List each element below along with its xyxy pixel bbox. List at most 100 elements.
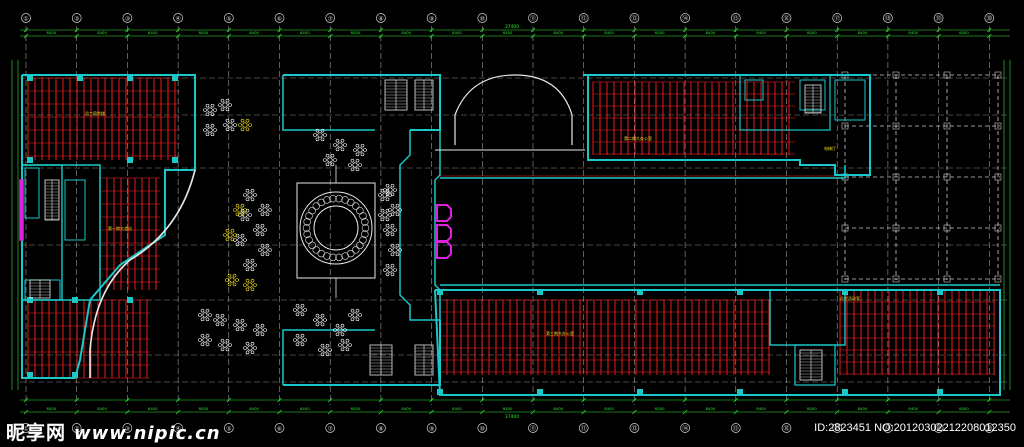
atrium-seat [305,212,313,220]
table-with-chairs-chair [265,252,270,257]
table-with-chairs-chair [235,233,240,238]
table-with-chairs-chair [325,153,330,158]
axis-bubble-top-label: ⑦ [328,16,334,23]
axis-bubble-bottom-label: ⑩ [480,426,485,433]
table-with-chairs-chair [245,217,250,222]
dimension-tick [175,33,181,39]
bay-dimension-text: 8400 [959,30,969,35]
room-label: 第三期大办公室 [546,330,574,336]
dimension-tick [784,397,789,403]
table-with-chairs-chair [328,348,332,352]
table-with-chairs-chair [360,143,365,148]
axis-bubble-top [629,13,640,23]
room-label: 员工活动室 [840,295,860,301]
table-with-chairs-chair [220,338,225,343]
dimension-tick [682,409,688,415]
yellow-table-with-chairs-chair [250,278,255,283]
table-with-chairs-chair [348,313,352,317]
axis-bubble-top-label: ⑫ [581,15,587,23]
bay-dimension-text: 8400 [401,406,411,411]
table-with-chairs-chair [238,213,242,217]
yellow-table-with-chairs-chair [238,123,242,127]
table-with-chairs-chair [260,212,265,217]
table-with-chairs-chair [240,233,245,238]
table-with-chairs-chair [398,208,402,212]
table-with-chairs-chair [335,332,340,337]
axis-bubble-top-label: ⑲ [936,15,942,23]
yellow-table-with-chairs-chair [232,282,237,287]
table-with-chairs-chair [250,197,255,202]
dimension-tick [784,409,789,415]
table-with-chairs [327,157,333,163]
table-with-chairs-chair [218,343,222,347]
dimension-tick [226,397,232,403]
table-with-chairs-chair [243,263,247,267]
yellow-table-with-chairs-chair [235,203,240,208]
table-with-chairs-chair [225,347,230,352]
table-with-chairs [357,147,363,153]
dimension-tick [834,397,840,403]
axis-bubble-bottom [832,423,843,433]
table-with-chairs-chair [383,228,387,232]
yellow-table-with-chairs [237,207,243,213]
dashed-column-box [943,173,951,181]
axis-bubble-bottom [730,423,741,433]
table-with-chairs-chair [220,98,225,103]
structural-column [637,289,643,295]
dimension-tick [480,33,485,39]
axis-bubble-top-label: ⑪ [530,15,536,23]
table-with-chairs [202,312,208,318]
table-with-chairs-chair [385,263,390,268]
axis-bubble-top-label: ⑧ [378,16,383,23]
table-with-chairs [237,237,243,243]
table-with-chairs-chair [205,317,210,322]
yellow-table-with-chairs-chair [243,208,247,212]
structural-column [937,289,943,295]
table-with-chairs [317,132,323,138]
dimension-tick [682,27,688,33]
bay-dimension-text: 8400 [300,406,310,411]
dimension-tick [987,397,992,403]
table-with-chairs-chair [340,347,345,352]
dimension-tick [125,409,130,415]
dimension-tick [429,27,434,33]
table-with-chairs-chair [230,127,235,132]
axis-bubble-top [477,13,488,23]
table-with-chairs-chair [250,267,255,272]
table-with-chairs-chair [260,243,265,248]
plaza-north-wall [283,74,441,131]
axis-bubble-bottom [71,423,82,433]
axis-bubble-bottom-label: ⑯ [783,425,789,433]
axis-bubble-bottom [274,423,285,433]
bay-dimension-text: 8400 [148,406,158,411]
table-with-chairs-chair [335,147,340,152]
table-with-chairs-chair [215,322,220,327]
axis-bubble-bottom-label: ④ [175,426,180,433]
dashed-column-box [994,173,1002,181]
table-with-chairs-chair [295,303,300,308]
table-with-chairs-chair [323,158,327,162]
dimension-tick [581,409,586,415]
table-with-chairs-chair [335,138,340,143]
axis-bubble-bottom-label: ⑨ [429,426,434,433]
axis-bubble-top-label: ③ [125,16,130,23]
table-with-chairs [317,317,323,323]
table-with-chairs-chair [343,328,347,332]
table-with-chairs-chair [385,232,390,237]
axis-bubble-top-label: ⑤ [226,16,231,23]
table-with-chairs-chair [205,333,210,338]
office-2-outer-wall [583,74,871,176]
structural-column [127,75,133,81]
dimension-tick [733,27,739,33]
atrium-seat [317,249,325,258]
yellow-table-with-chairs-chair [233,208,237,212]
axis-bubble-top-label: ⑨ [429,16,434,23]
table-with-chairs-chair [240,217,245,222]
axis-bubble-bottom [426,423,437,433]
axis-bubble-top-label: ② [74,16,80,23]
dimension-tick [429,409,434,415]
table-with-chairs-chair [385,272,390,277]
structural-column [27,372,33,378]
table-with-chairs-chair [228,343,232,347]
